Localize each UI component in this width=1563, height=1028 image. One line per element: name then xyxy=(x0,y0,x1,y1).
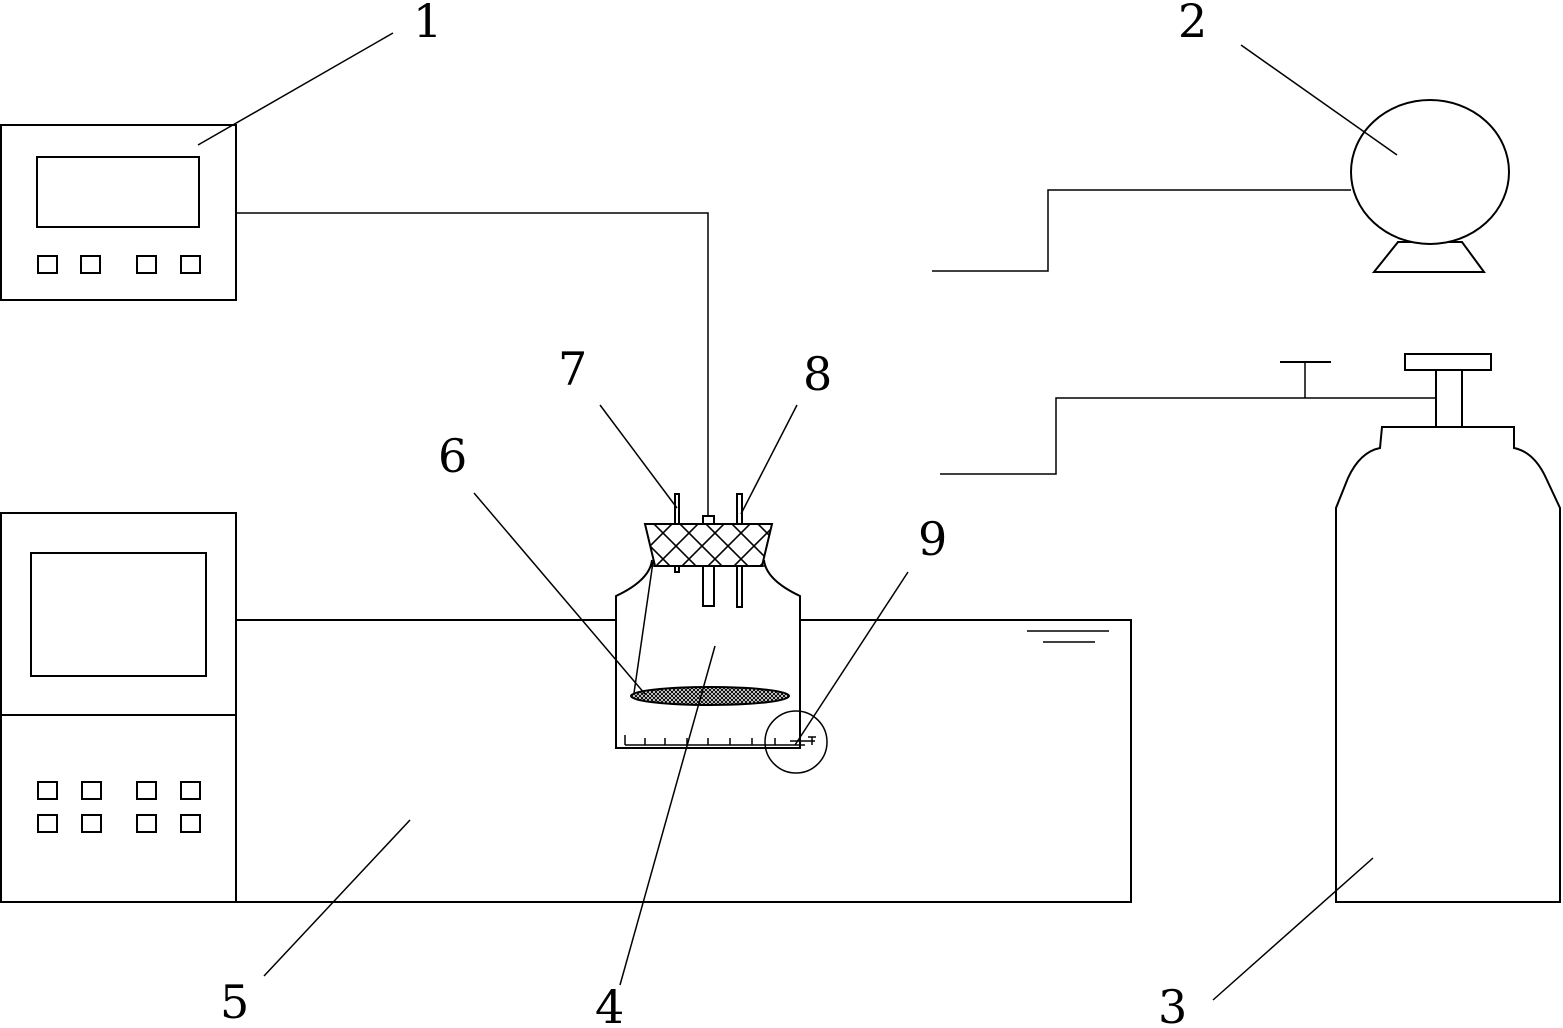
leader-line-4 xyxy=(619,645,716,986)
inlet-tube xyxy=(674,493,680,525)
probe xyxy=(702,565,715,607)
leader-line-9 xyxy=(794,571,909,746)
outlet-tube-lower xyxy=(736,565,743,608)
gas-cylinder xyxy=(1335,353,1561,903)
controller-button xyxy=(136,255,157,274)
label-7: 7 xyxy=(558,342,587,396)
vacuum-pump xyxy=(1350,99,1510,273)
leader-line-7 xyxy=(599,404,678,509)
cylinder-neck xyxy=(1435,369,1463,428)
bath-screen xyxy=(30,552,207,677)
leader-line-6 xyxy=(473,492,646,695)
label-4: 4 xyxy=(595,980,624,1028)
bath-button xyxy=(180,814,201,833)
leader-line-2 xyxy=(1240,44,1398,156)
controller-button xyxy=(180,255,201,274)
stirrer-highlight-circle xyxy=(764,710,828,774)
label-2: 2 xyxy=(1178,0,1207,48)
sample-net xyxy=(630,686,790,706)
inlet-tube-lower xyxy=(674,565,680,573)
cylinder-valve-handle xyxy=(1404,353,1492,371)
pump-line xyxy=(932,189,1351,272)
label-5: 5 xyxy=(220,975,249,1028)
bath-button xyxy=(81,781,102,800)
gas-line xyxy=(940,397,1436,475)
controller-button xyxy=(80,255,101,274)
bath-button xyxy=(180,781,201,800)
label-8: 8 xyxy=(803,347,832,401)
leader-line-3 xyxy=(1212,857,1374,1001)
bath-button xyxy=(37,781,58,800)
leader-lines xyxy=(197,32,1398,1001)
bath-button xyxy=(136,781,157,800)
controller-button xyxy=(37,255,58,274)
label-1: 1 xyxy=(413,0,442,48)
controller-screen xyxy=(36,156,200,228)
controller-cable xyxy=(236,212,709,518)
stirrer xyxy=(624,710,828,774)
stopper xyxy=(643,523,774,567)
outlet-tube xyxy=(736,493,743,525)
reaction-vessel xyxy=(615,493,828,774)
leader-line-8 xyxy=(740,404,798,515)
label-6: 6 xyxy=(438,429,467,483)
label-3: 3 xyxy=(1158,980,1187,1028)
bath-button xyxy=(136,814,157,833)
net-wire xyxy=(633,561,654,694)
probe-top xyxy=(702,515,715,525)
bath-button xyxy=(81,814,102,833)
leader-line-1 xyxy=(197,32,394,146)
bath-button xyxy=(37,814,58,833)
label-9: 9 xyxy=(918,512,947,566)
controller-unit xyxy=(0,124,237,301)
leader-line-5 xyxy=(263,819,411,977)
water-bath xyxy=(0,512,1132,903)
